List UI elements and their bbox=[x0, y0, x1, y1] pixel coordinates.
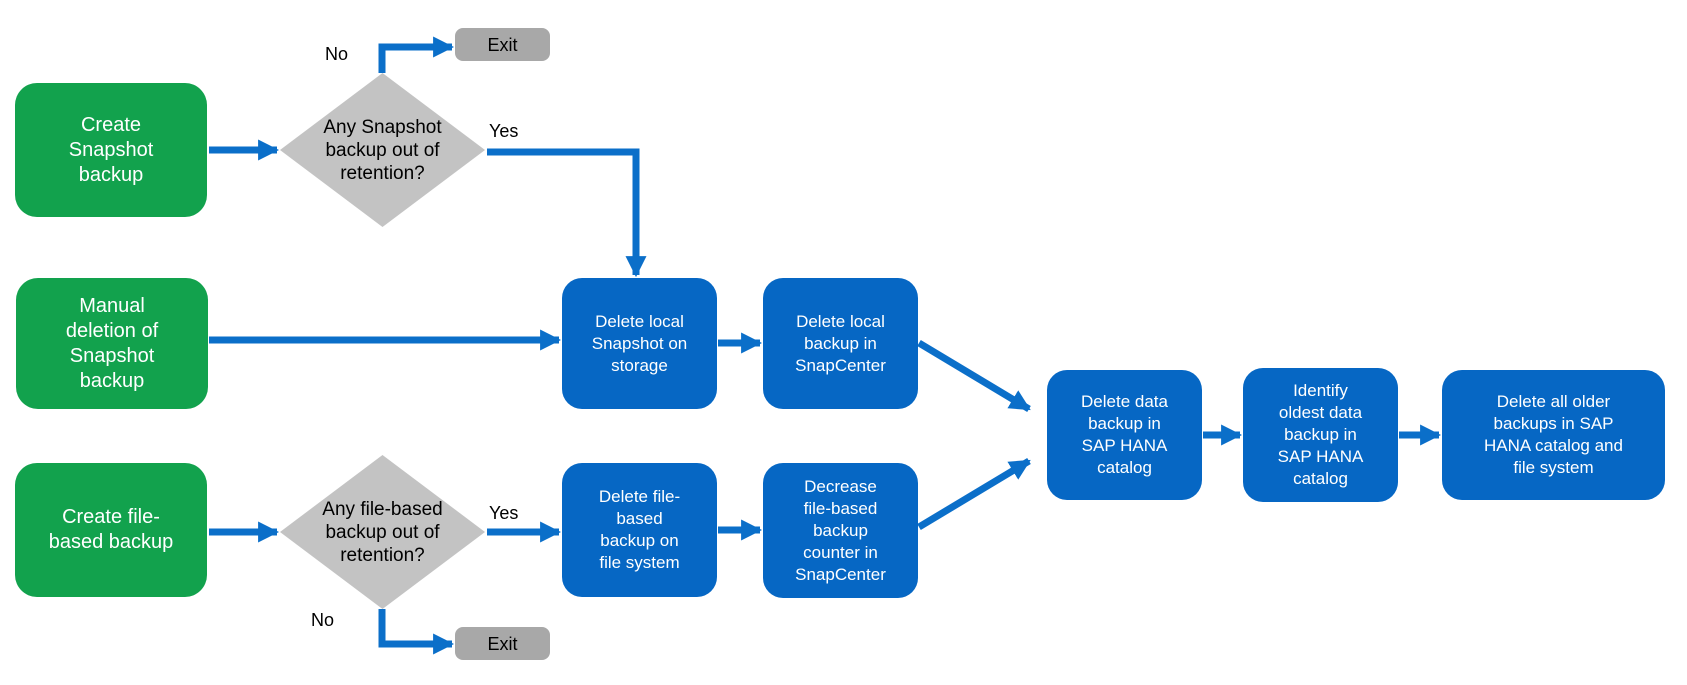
edge-label-yes-bottom: Yes bbox=[489, 503, 519, 523]
node-create-file-based-backup-label: Create file- based backup bbox=[48, 506, 174, 553]
node-delete-local-backup-snapcenter: Delete local backup in SnapCenter bbox=[763, 278, 918, 409]
node-delete-all-older-backups: Delete all older backups in SAP HANA cat… bbox=[1442, 370, 1665, 500]
node-identify-oldest-backup: Identify oldest data backup in SAP HANA … bbox=[1243, 368, 1398, 502]
node-delete-data-backup-catalog-label: Delete data backup in SAP HANA catalog bbox=[1081, 392, 1168, 477]
node-delete-all-older-backups-label: Delete all older backups in SAP HANA cat… bbox=[1484, 392, 1623, 477]
node-create-snapshot-backup-label: Create Snapshot backup bbox=[68, 113, 154, 186]
node-manual-deletion-label: Manual deletion of Snapshot backup bbox=[65, 294, 159, 392]
arrow-decision-no-to-exit-bottom bbox=[378, 609, 455, 655]
arrow-snapcenter-to-delete-data-backup bbox=[917, 339, 1031, 413]
node-exit-bottom: Exit bbox=[455, 627, 550, 660]
node-delete-local-snapshot-label: Delete local Snapshot on storage bbox=[591, 311, 688, 375]
node-exit-top-label: Exit bbox=[487, 34, 518, 55]
edge-label-no-top: No bbox=[325, 44, 349, 64]
node-delete-local-snapshot: Delete local Snapshot on storage bbox=[562, 278, 717, 409]
node-file-retention-decision-label: Any file-based backup out of retention? bbox=[322, 498, 443, 566]
node-decrease-counter-label: Decrease file-based backup counter in Sn… bbox=[795, 476, 886, 584]
node-delete-local-backup-snapcenter-label: Delete local backup in SnapCenter bbox=[795, 311, 886, 375]
node-identify-oldest-backup-label: Identify oldest data backup in SAP HANA … bbox=[1277, 381, 1364, 488]
node-snapshot-retention-decision-label: Any Snapshot backup out of retention? bbox=[323, 116, 442, 184]
arrow-decision-yes-to-delete-local-snapshot bbox=[487, 148, 647, 278]
arrow-decrease-counter-to-delete-data-backup bbox=[917, 457, 1031, 531]
node-create-snapshot-backup: Create Snapshot backup bbox=[15, 83, 207, 217]
node-delete-file-based-backup: Delete file- based backup on file system bbox=[562, 463, 717, 597]
edge-label-yes-top: Yes bbox=[489, 121, 519, 141]
node-manual-deletion: Manual deletion of Snapshot backup bbox=[16, 278, 208, 409]
node-delete-data-backup-catalog: Delete data backup in SAP HANA catalog bbox=[1047, 370, 1202, 500]
node-exit-top: Exit bbox=[455, 28, 550, 61]
node-exit-bottom-label: Exit bbox=[487, 633, 518, 654]
node-create-file-based-backup: Create file- based backup bbox=[15, 463, 207, 597]
node-delete-file-based-backup-label: Delete file- based backup on file system bbox=[598, 487, 681, 572]
node-decrease-counter: Decrease file-based backup counter in Sn… bbox=[763, 463, 918, 598]
edge-label-no-bottom: No bbox=[311, 610, 335, 630]
arrow-decision-no-to-exit-top bbox=[378, 36, 455, 73]
